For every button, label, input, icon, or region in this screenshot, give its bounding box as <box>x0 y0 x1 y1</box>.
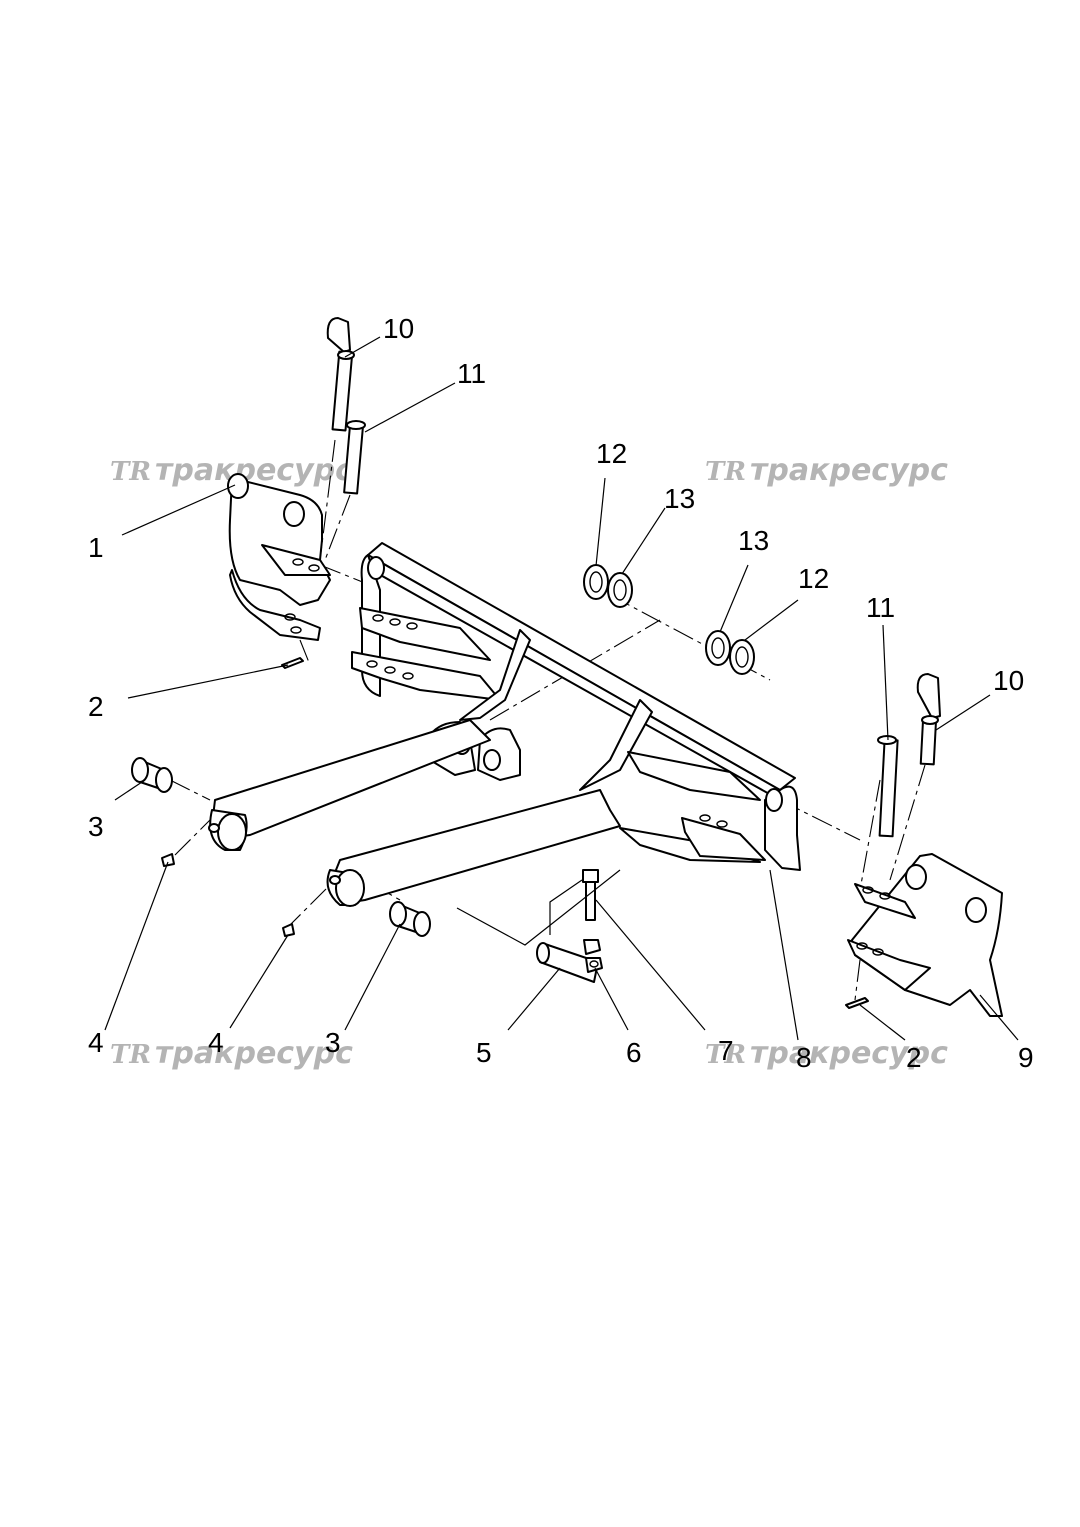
watermark-text: тракресурс <box>750 453 948 488</box>
part-7-bolt <box>582 869 599 921</box>
callout-4-left: 4 <box>88 1027 104 1058</box>
callout-12-upper: 12 <box>596 438 627 469</box>
part-8-main-frame <box>208 542 801 907</box>
callout-11-right: 11 <box>866 592 895 623</box>
part-4-nipple-right <box>282 923 295 937</box>
callout-13-upper: 13 <box>664 483 695 514</box>
watermark-logo: TR <box>705 457 746 487</box>
part-5-center-pin <box>536 942 599 983</box>
callout-6: 6 <box>626 1037 642 1068</box>
callout-9: 9 <box>1018 1042 1034 1073</box>
callout-12-lower: 12 <box>798 563 829 594</box>
part-6-nut-upper <box>583 939 601 955</box>
callout-10-right: 10 <box>993 665 1024 696</box>
part-3-bushing-left <box>131 757 173 793</box>
callout-2-left: 2 <box>88 691 104 722</box>
part-1-left-bracket <box>227 473 331 641</box>
callout-8: 8 <box>796 1042 812 1073</box>
watermark-top-left: TR тракресурс <box>110 453 353 488</box>
part-2-cotter-pin-left <box>281 657 304 669</box>
part-11-pin-right <box>877 735 899 838</box>
part-9-right-bracket <box>847 853 1003 1017</box>
part-13-washer-upper <box>607 572 633 608</box>
part-10-l-pin-left <box>326 317 355 432</box>
callout-4-right: 4 <box>208 1027 224 1058</box>
watermark-text: тракресурс <box>750 1036 948 1071</box>
callout-7: 7 <box>718 1035 734 1066</box>
callout-2-right: 2 <box>906 1042 922 1073</box>
leader-lines <box>104 336 1019 1041</box>
callout-3-right: 3 <box>325 1027 341 1058</box>
watermark-text: тракресурс <box>155 1036 353 1071</box>
watermark-logo: TR <box>705 1040 746 1070</box>
part-11-pin-left <box>343 420 366 495</box>
watermark-logo: TR <box>110 457 151 487</box>
callout-13-lower: 13 <box>738 525 769 556</box>
watermark-logo: TR <box>110 1040 151 1070</box>
watermark-bottom-left: TR тракресурс <box>110 1036 353 1071</box>
callout-labels: 10 11 12 13 1 13 12 11 10 2 3 4 4 3 5 6 … <box>88 313 1034 1073</box>
part-2-cotter-pin-right <box>845 997 869 1009</box>
callout-10-left: 10 <box>383 313 414 344</box>
watermark-bottom-right: TR тракресурс <box>705 1036 948 1071</box>
callout-11-left: 11 <box>457 358 486 389</box>
part-12-washer-upper <box>583 564 609 600</box>
part-6-nut <box>585 957 603 973</box>
part-12-washer-lower <box>729 639 755 675</box>
callout-3-left: 3 <box>88 811 104 842</box>
watermark-text: тракресурс <box>155 453 353 488</box>
callout-5: 5 <box>476 1037 492 1068</box>
watermark-top-right: TR тракресурс <box>705 453 948 488</box>
part-3-bushing-right <box>389 901 431 937</box>
part-13-washer-lower <box>705 630 731 666</box>
part-10-l-pin-right <box>916 673 941 766</box>
callout-1: 1 <box>88 532 104 563</box>
part-4-nipple-left <box>161 853 175 867</box>
